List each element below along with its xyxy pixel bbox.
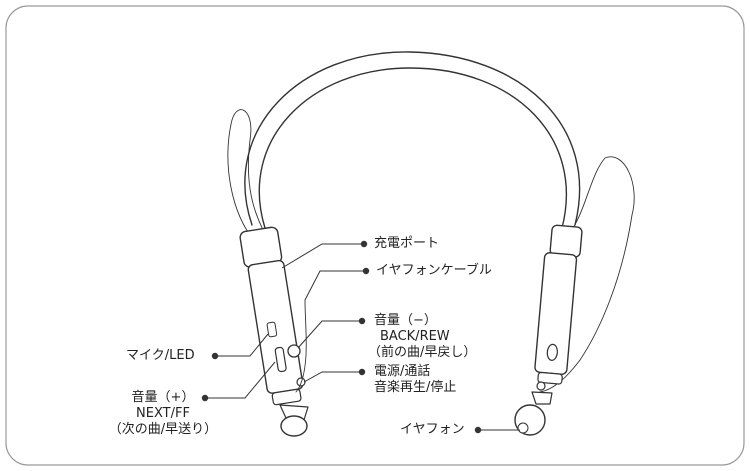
right-module — [534, 224, 583, 385]
leader-charge-port — [281, 243, 364, 269]
right-earbud-nozzle — [517, 422, 529, 434]
leader-mic-led — [215, 333, 269, 357]
left-earbud-tip — [280, 415, 308, 437]
label-volume-down-desc: （前の曲/早戻し） — [368, 345, 477, 360]
left-loop-cable — [227, 109, 265, 246]
dot-volume-down — [358, 317, 366, 325]
label-charge-port: 充電ポート — [374, 236, 440, 251]
label-earphone-cable: イヤフォンケーブル — [376, 263, 492, 278]
leader-lines — [201, 240, 520, 434]
dot-volume-up — [201, 394, 209, 402]
right-body-tip — [537, 371, 563, 385]
dot-power — [358, 368, 366, 376]
mic-hole — [266, 321, 278, 338]
neckband-inner — [258, 67, 568, 229]
label-power-call: 電源/通話 — [374, 364, 431, 379]
dot-charge-port — [360, 240, 368, 248]
left-body-tip — [271, 388, 302, 406]
label-power-play: 音楽再生/停止 — [374, 380, 457, 395]
leader-volume-up — [205, 361, 276, 399]
left-module — [239, 226, 304, 406]
label-volume-up-desc: （次の曲/早送り） — [108, 422, 218, 437]
label-volume-up: 音量（+） — [131, 390, 195, 405]
left-earphone-cable — [295, 299, 307, 393]
dot-mic-led — [211, 352, 219, 360]
leader-earphone-cable — [304, 270, 366, 301]
right-earbud-stem — [531, 391, 553, 405]
label-volume-down: 音量（−） — [374, 313, 437, 328]
right-logo — [546, 343, 558, 361]
neckband-outer — [244, 51, 581, 226]
volume-up-button — [274, 346, 287, 373]
label-volume-down-en: BACK/REW — [380, 329, 450, 344]
headset-drawing — [227, 51, 635, 437]
volume-down-button — [287, 344, 301, 358]
dot-earphone-cable — [362, 267, 370, 275]
leader-volume-down — [297, 320, 362, 349]
right-earphone-cable — [539, 156, 635, 393]
label-mic-led: マイク/LED — [126, 348, 195, 363]
dot-earphone — [474, 426, 482, 434]
label-earphone: イヤフォン — [400, 422, 465, 437]
leader-power — [303, 371, 362, 383]
label-volume-up-en: NEXT/FF — [136, 406, 190, 421]
right-cable-joint — [536, 381, 546, 391]
